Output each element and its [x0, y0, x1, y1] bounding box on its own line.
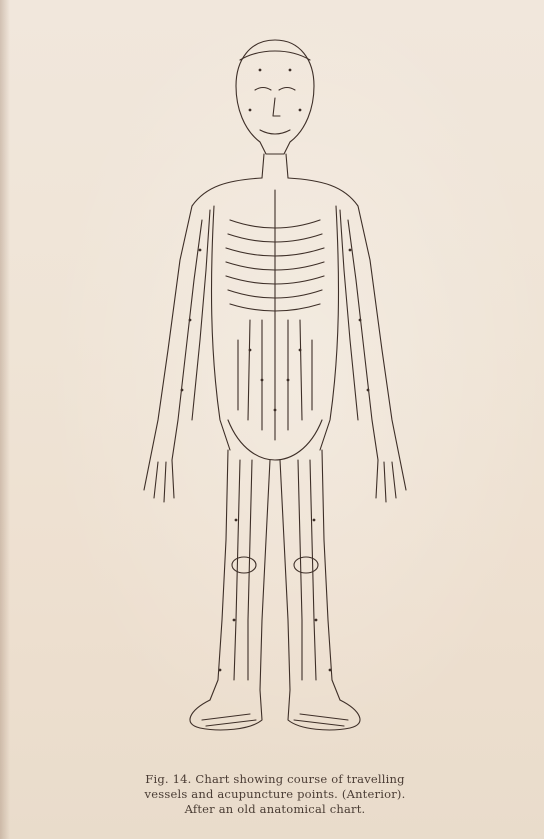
- caption-line-2: vessels and acupuncture points. (Anterio…: [40, 787, 510, 802]
- anatomical-chart-illustration: [110, 20, 440, 750]
- figure-caption: Fig. 14. Chart showing course of travell…: [40, 772, 510, 817]
- page-binding-shadow: [0, 0, 10, 839]
- caption-line-1: Fig. 14. Chart showing course of travell…: [40, 772, 510, 787]
- acupuncture-figure-icon: [110, 20, 440, 750]
- caption-line-3: After an old anatomical chart.: [40, 802, 510, 817]
